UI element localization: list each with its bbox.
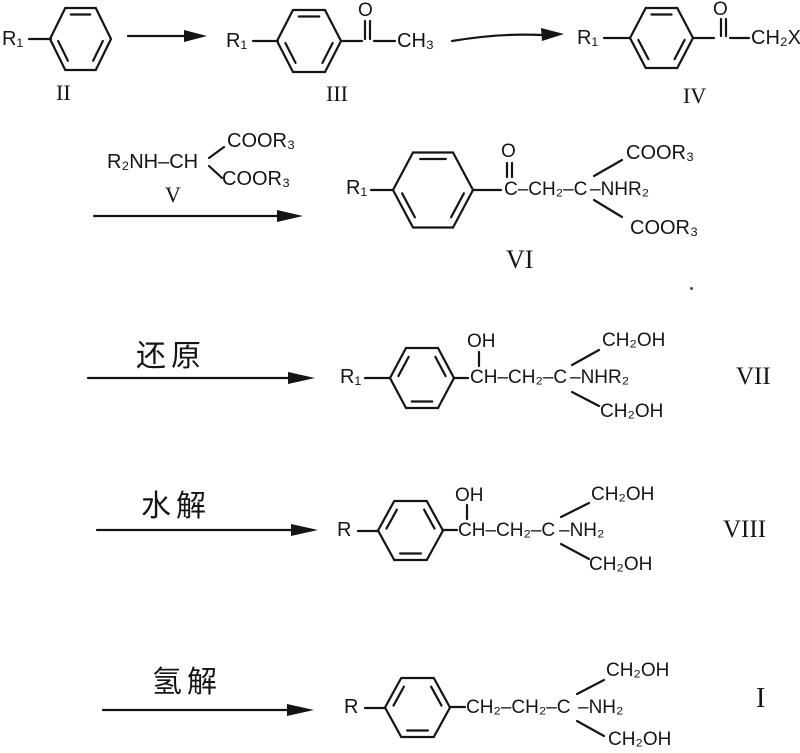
chain-viii: CH–CH₂–C xyxy=(458,520,556,541)
hydroxyl-viii: OH xyxy=(455,485,484,506)
compound-label-iv: IV xyxy=(683,83,707,108)
benzene-ring-vi xyxy=(391,151,475,229)
compound-label-vii: VII xyxy=(736,363,771,390)
substituent-vi: R₁ xyxy=(346,177,368,199)
bond-vii-branch-bottom xyxy=(570,390,601,408)
amine-vi: –NHR₂ xyxy=(590,179,650,200)
arrowhead-5 xyxy=(291,524,318,536)
bond-viii-branch-bottom xyxy=(559,542,591,561)
methyl-iii: CH₃ xyxy=(397,30,435,52)
carbonyl-o-iv: O xyxy=(713,0,728,20)
bond-i-branch-bottom xyxy=(575,719,606,738)
arrowhead-6 xyxy=(287,704,314,716)
bond-vii-branch-top xyxy=(570,348,601,367)
carbonyl-o-vi: O xyxy=(501,141,516,162)
branch-top-vii: CH₂OH xyxy=(602,330,666,351)
benzene-ring-vii xyxy=(388,346,456,410)
benzene-ring-ii xyxy=(48,6,113,72)
amine-vii: –NHR₂ xyxy=(570,367,630,388)
benzene-ring-iv xyxy=(628,6,695,70)
ester-bottom-v: COOR₃ xyxy=(222,168,291,190)
ester-top-vi: COOR₃ xyxy=(626,142,695,164)
hydroxyl-vii: OH xyxy=(467,331,496,352)
chain-i: CH₂–CH₂–C xyxy=(466,697,571,718)
substituent-ii: R₁ xyxy=(2,28,24,50)
amine-viii: –NH₂ xyxy=(559,520,605,541)
substituent-i: R xyxy=(344,696,359,718)
benzene-ring-i xyxy=(383,676,452,739)
compound-label-vi: VI xyxy=(506,245,534,274)
reaction-arrow-2 xyxy=(450,33,544,43)
arrowhead-1 xyxy=(184,30,207,42)
compound-label-viii: VIII xyxy=(723,516,767,543)
arrowhead-4 xyxy=(288,372,315,384)
reaction-label-hydrogenolysis: 氢解 xyxy=(152,666,222,699)
benzene-ring-iii xyxy=(275,8,343,74)
bond-v-ester-bottom xyxy=(207,164,224,180)
benzene-ring-viii xyxy=(376,499,445,562)
substituent-iii: R₁ xyxy=(226,30,248,52)
substituent-iv: R₁ xyxy=(577,27,599,49)
chain-vii: CH–CH₂–C xyxy=(470,367,568,388)
amine-i: –NH₂ xyxy=(578,697,624,718)
compound-label-ii: II xyxy=(56,80,71,105)
branch-top-viii: CH₂OH xyxy=(591,484,655,505)
carbonyl-o-iii: O xyxy=(358,0,373,21)
arrowhead-2 xyxy=(541,28,564,41)
branch-bottom-i: CH₂OH xyxy=(608,729,672,750)
branch-top-i: CH₂OH xyxy=(606,660,670,681)
chain-vi: C–CH₂–C xyxy=(504,179,588,200)
reaction-label-hydrolysis: 水解 xyxy=(141,490,211,523)
ester-top-v: COOR₃ xyxy=(227,130,296,152)
branch-bottom-vii: CH₂OH xyxy=(600,401,664,422)
branch-bottom-viii: CH₂OH xyxy=(589,554,653,575)
backbone-v: R₂NH–CH xyxy=(107,151,199,173)
substituent-viii: R xyxy=(337,519,352,541)
bond-viii-branch-top xyxy=(559,501,591,519)
bond-vi-ester-top xyxy=(592,158,624,178)
compound-label-iii: III xyxy=(326,81,348,106)
bond-vi-ester-bottom xyxy=(592,198,624,219)
compound-label-i: I xyxy=(756,683,766,714)
reaction-label-reduction: 还原 xyxy=(136,340,206,373)
tail-iv: CH₂X xyxy=(751,27,800,49)
bond-v-ester-top xyxy=(207,145,226,160)
bond-i-branch-top xyxy=(575,678,606,696)
compound-label-v: V xyxy=(165,182,181,207)
ester-bottom-vi: COOR₃ xyxy=(630,217,699,239)
scan-artifact-dot xyxy=(690,287,693,290)
arrowhead-3 xyxy=(277,210,303,222)
substituent-vii: R₁ xyxy=(340,366,362,388)
